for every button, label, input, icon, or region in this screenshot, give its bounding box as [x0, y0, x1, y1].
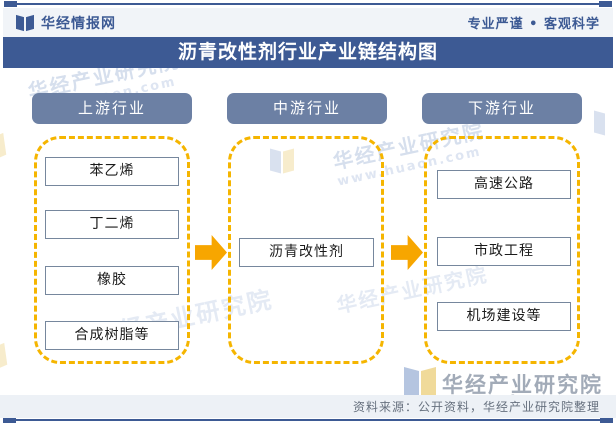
bottom-rule-left-cap — [3, 417, 16, 423]
top-rule — [4, 3, 612, 5]
page-title: 沥青改性剂行业产业链结构图 — [177, 41, 438, 63]
upstream-group-outline — [34, 136, 190, 364]
watermark-book-icon — [594, 110, 605, 136]
top-rule-right-cap — [599, 1, 612, 7]
upstream-node-rubber: 橡胶 — [45, 266, 179, 295]
downstream-node-municipal-engineering: 市政工程 — [437, 237, 571, 266]
bottom-rule-right-cap — [600, 417, 613, 423]
arrow-midstream-to-downstream-icon — [391, 235, 423, 270]
header-tagline: 专业严谨 • 客观科学 — [467, 17, 600, 32]
title-bar: 沥青改性剂行业产业链结构图 — [3, 37, 613, 68]
watermark-book-icon — [0, 132, 7, 160]
brand-book-icon — [16, 14, 34, 31]
downstream-node-airport-construction: 机场建设等 — [437, 302, 571, 331]
bottom-rule — [4, 419, 612, 421]
midstream-node-asphalt-modifier: 沥青改性剂 — [239, 238, 374, 267]
source-note: 资料来源：公开资料，华经产业研究院整理 — [352, 400, 600, 414]
arrow-upstream-to-midstream-icon — [195, 235, 227, 270]
upstream-node-synthetic-resin: 合成树脂等 — [45, 321, 179, 350]
upstream-node-styrene: 苯乙烯 — [45, 157, 179, 186]
watermark-book-icon — [0, 342, 8, 370]
upstream-node-butadiene: 丁二烯 — [45, 210, 179, 239]
midstream-header: 中游行业 — [227, 93, 387, 124]
brand: 华经情报网 — [16, 13, 116, 33]
midstream-group-outline — [228, 136, 384, 364]
downstream-group-outline — [424, 136, 580, 364]
downstream-header: 下游行业 — [422, 93, 582, 124]
brand-name: 华经情报网 — [41, 15, 116, 32]
downstream-node-expressway: 高速公路 — [437, 170, 571, 199]
upstream-header: 上游行业 — [32, 93, 192, 124]
header-band: 华经情报网 专业严谨 • 客观科学 — [3, 8, 613, 37]
source-bar: 资料来源：公开资料，华经产业研究院整理 — [0, 395, 616, 418]
top-rule-left-cap — [4, 1, 17, 7]
